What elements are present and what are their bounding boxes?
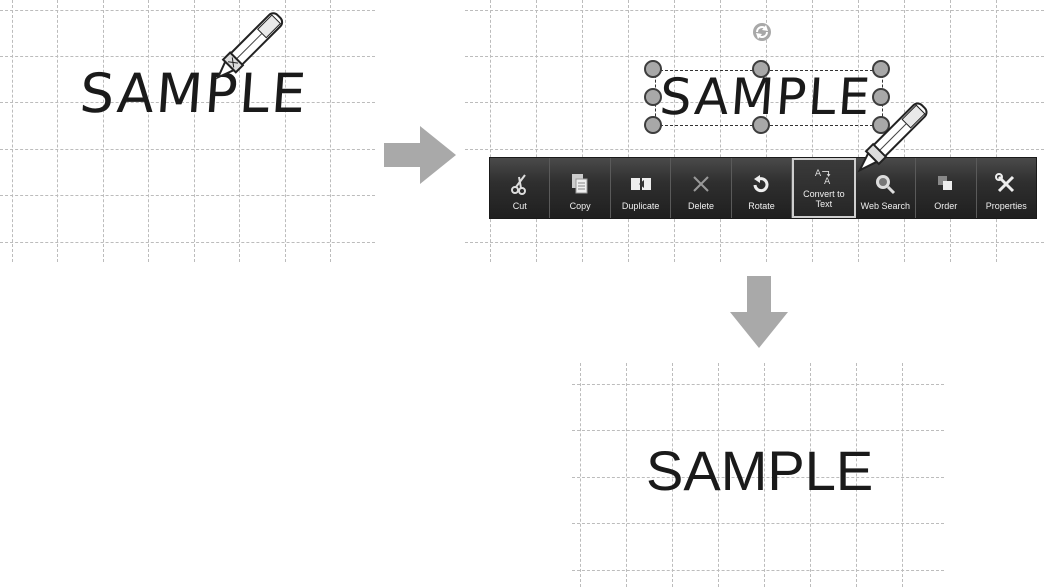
converted-text: SAMPLE: [646, 439, 874, 502]
canvas-before: [0, 0, 375, 262]
resize-handle-right[interactable]: [872, 88, 890, 106]
arrow-right-icon: [384, 126, 456, 184]
resize-handle-bottom[interactable]: [752, 116, 770, 134]
web-search-icon: [874, 173, 896, 195]
delete-button[interactable]: Delete: [671, 158, 732, 218]
resize-handle-top-left[interactable]: [644, 60, 662, 78]
resize-handle-top-right[interactable]: [872, 60, 890, 78]
resize-handle-bottom-left[interactable]: [644, 116, 662, 134]
duplicate-button[interactable]: Duplicate: [611, 158, 672, 218]
scissors-icon: [509, 173, 531, 195]
order-label: Order: [934, 201, 958, 211]
order-button[interactable]: Order: [916, 158, 977, 218]
properties-label: Properties: [985, 201, 1027, 211]
cut-label: Cut: [512, 201, 527, 211]
duplicate-label: Duplicate: [621, 201, 660, 211]
properties-button[interactable]: Properties: [977, 158, 1036, 218]
canvas-after: [572, 363, 944, 587]
rotate-button[interactable]: Rotate: [732, 158, 793, 218]
properties-icon: [995, 173, 1017, 195]
delete-label: Delete: [688, 201, 715, 211]
web-search-label: Web Search: [860, 201, 911, 211]
cut-button[interactable]: Cut: [490, 158, 551, 218]
rotate-label: Rotate: [748, 201, 775, 211]
copy-label: Copy: [569, 201, 591, 211]
resize-handle-bottom-right[interactable]: [872, 116, 890, 134]
convert-to-text-label: Convert to Text: [803, 189, 845, 209]
rotate-icon: [750, 173, 772, 195]
pen-icon: [216, 12, 284, 80]
arrow-down-icon: [730, 276, 788, 348]
resize-handle-left[interactable]: [644, 88, 662, 106]
rotate-handle-icon[interactable]: [752, 22, 772, 42]
resize-handle-top[interactable]: [752, 60, 770, 78]
svg-text:A: A: [815, 168, 822, 179]
pen-icon: [857, 102, 928, 173]
web-search-button[interactable]: Web Search: [856, 158, 917, 218]
copy-button[interactable]: Copy: [550, 158, 611, 218]
svg-text:A: A: [824, 176, 831, 187]
copy-icon: [569, 173, 591, 195]
duplicate-icon: [630, 173, 652, 195]
delete-icon: [690, 173, 712, 195]
order-icon: [935, 173, 957, 195]
